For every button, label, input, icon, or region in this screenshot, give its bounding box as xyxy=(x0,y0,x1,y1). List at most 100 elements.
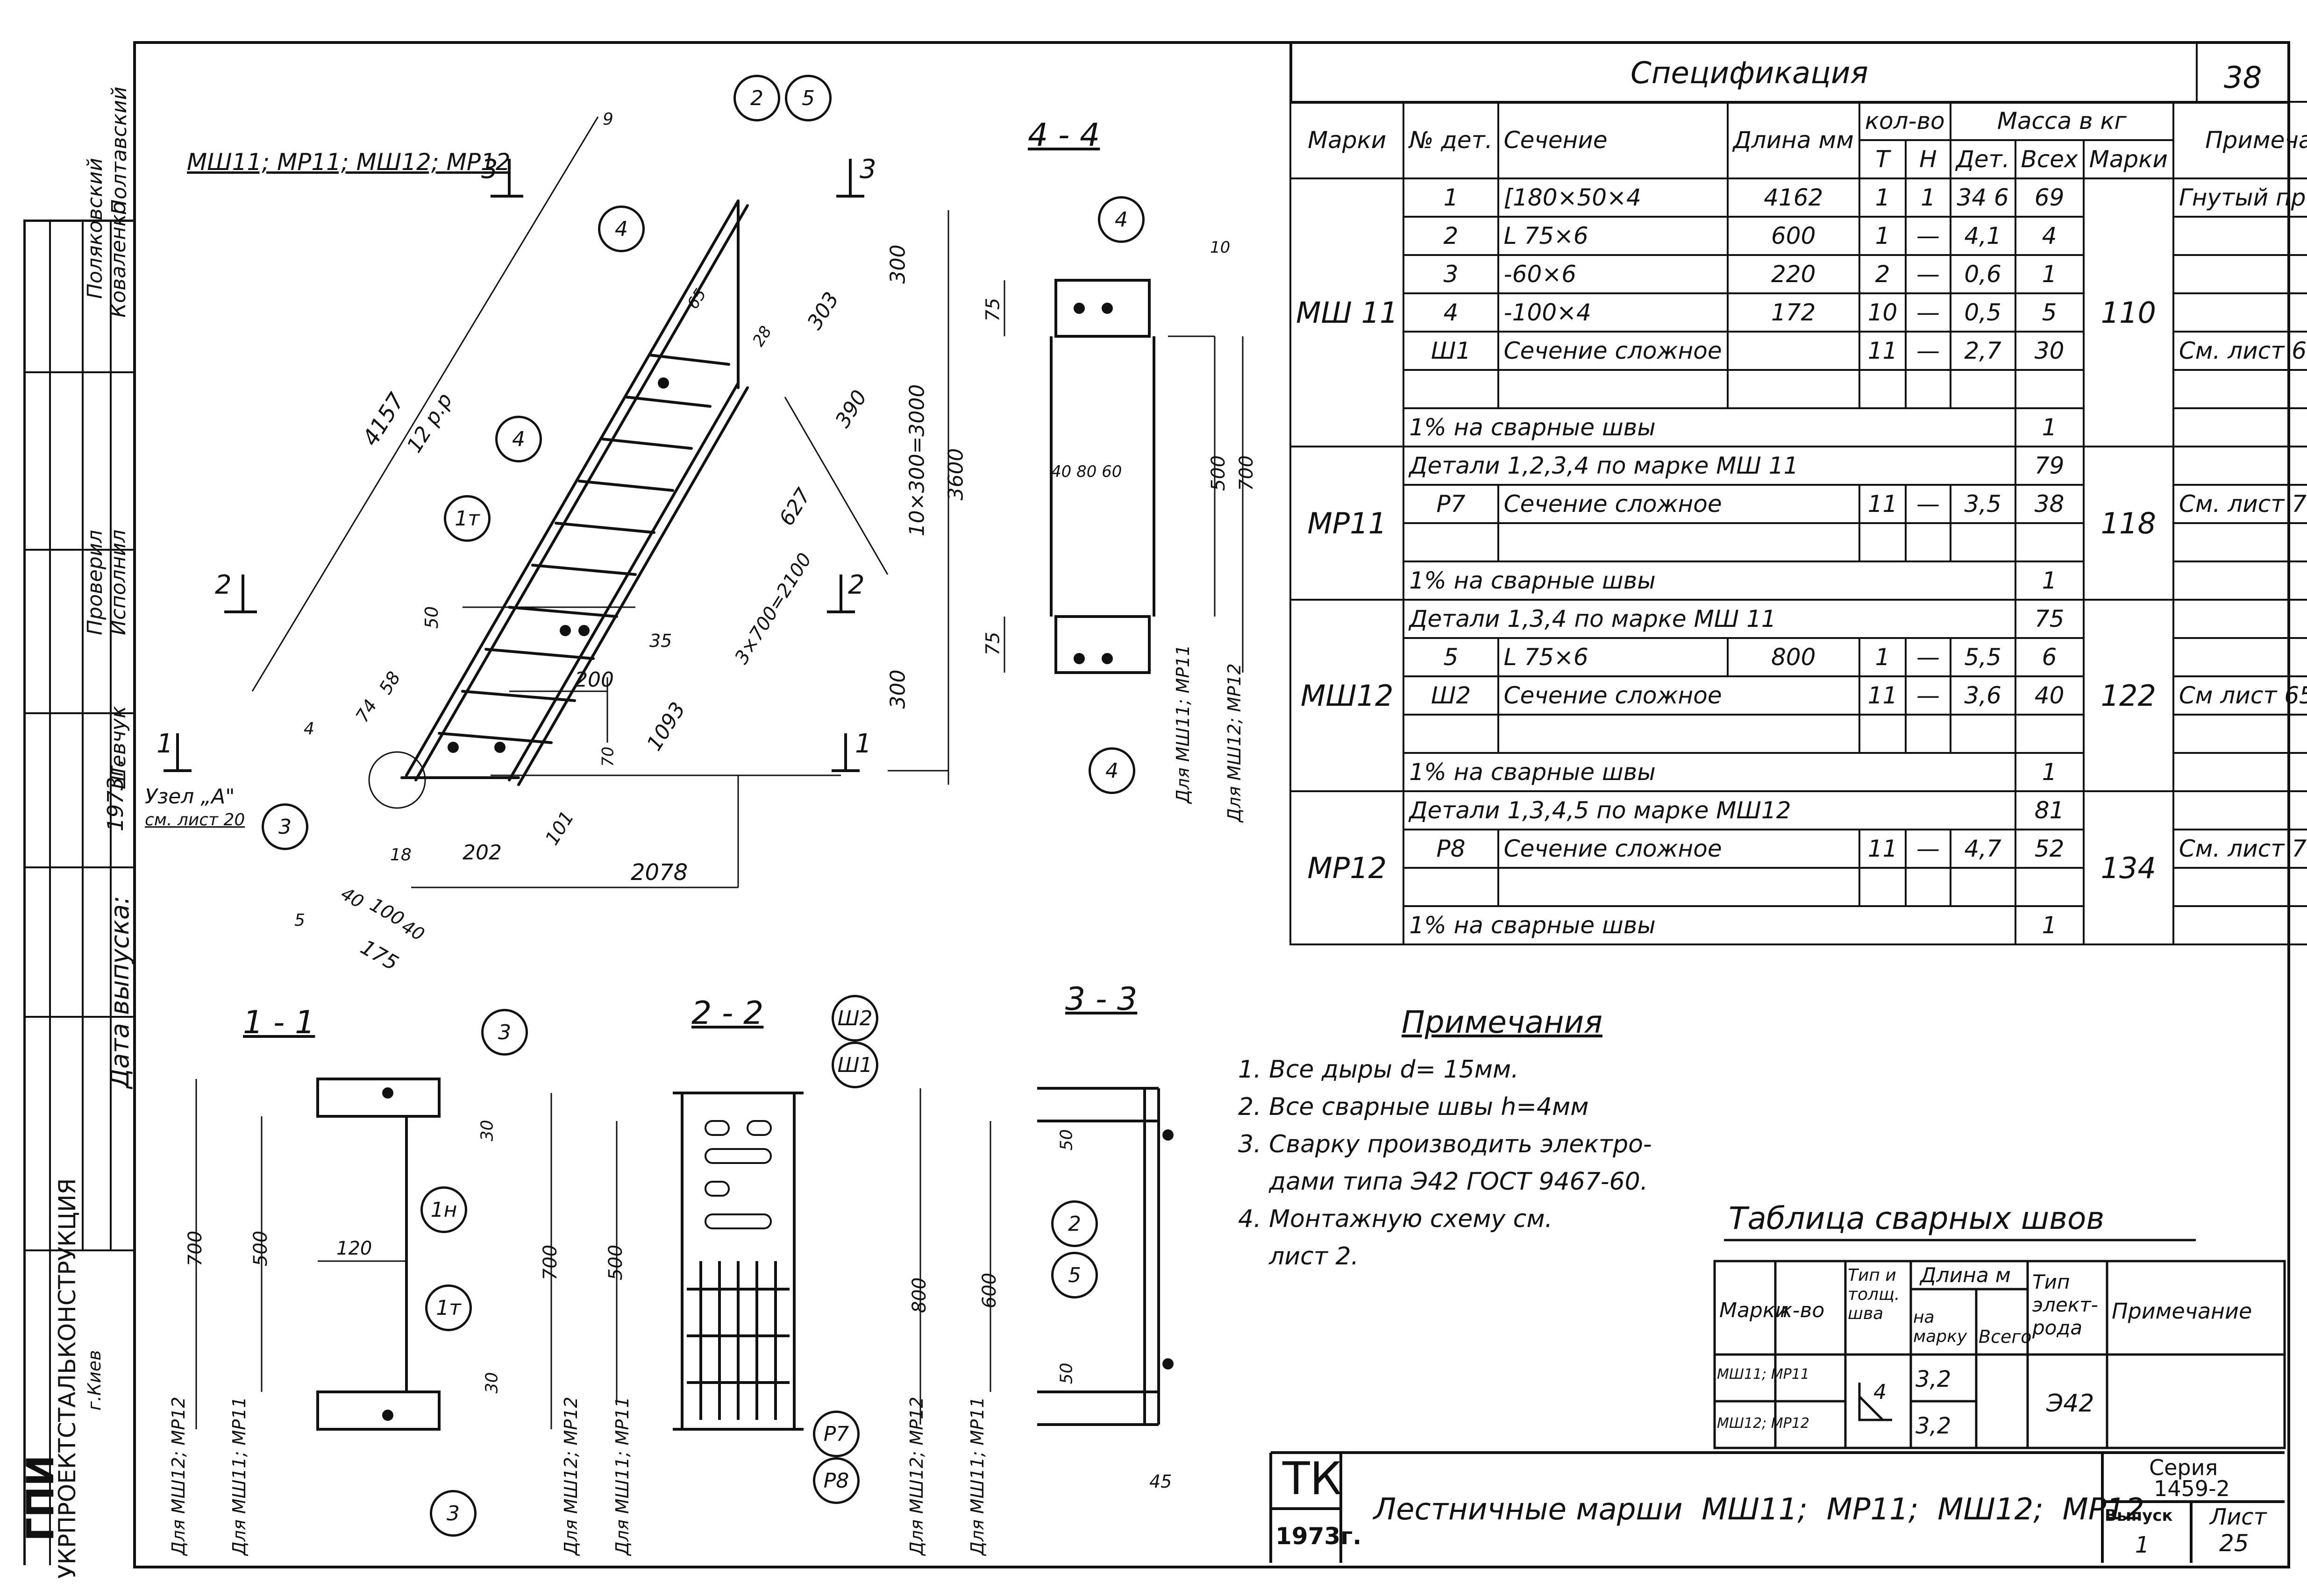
cell: 3,6 xyxy=(1949,675,2016,716)
cell: Р8 xyxy=(1403,829,1499,869)
node-a-ref: см. лист 20 xyxy=(145,810,245,830)
callout-4-44-bottom: 4 xyxy=(1089,747,1135,794)
dim-300-bottom: 300 xyxy=(886,669,910,709)
dim-300-top: 300 xyxy=(886,244,910,284)
wt-row-1-len: 3,2 xyxy=(1915,1366,1951,1392)
cell: 52 xyxy=(2014,829,2085,869)
dim-10x300: 10×300=3000 xyxy=(905,384,929,537)
table-row: 4 -100×4 172 10 — 0,5 5 xyxy=(1290,292,2307,333)
cell: 4162 xyxy=(1726,177,1860,218)
cell: 3 xyxy=(1403,254,1499,294)
lead-row: Детали 1,2,3,4 по марке МШ 11 xyxy=(1403,446,2016,486)
h-qty-t: Т xyxy=(1858,139,1907,179)
dim-202: 202 xyxy=(463,841,502,865)
wt-h-qty: к-во xyxy=(1780,1298,1825,1322)
cell: — xyxy=(1905,254,1951,294)
cell: 2 xyxy=(1858,254,1907,294)
stamp-date-label: Дата выпуска: xyxy=(105,895,135,1088)
cell: -60×6 xyxy=(1497,254,1729,294)
side-stamp xyxy=(23,220,135,1565)
cell xyxy=(2172,254,2307,294)
mark-mass-cell: 122 xyxy=(2082,599,2174,792)
h-mass-mark: Марки xyxy=(2082,139,2174,179)
table-row: Ш1 Сечение сложное 11 — 2,7 30 См. лист … xyxy=(1290,331,2307,371)
spec-table: Марки № дет. Сечение Длина мм кол-во Мас… xyxy=(1289,101,2307,945)
table-row xyxy=(1290,867,2307,907)
h-mass-det: Дет. xyxy=(1949,139,2016,179)
h-section: Сечение xyxy=(1497,101,1729,179)
callout-p7: Р7 xyxy=(813,1411,860,1457)
cell: — xyxy=(1905,829,1951,869)
callout-sh2: Ш2 xyxy=(832,995,878,1042)
node-a-label: Узел „А" xyxy=(145,785,235,809)
stamp-row-1: Полтавский xyxy=(107,86,131,215)
callout-4-main-b: 4 xyxy=(495,416,542,462)
cell: Ш2 xyxy=(1403,675,1499,716)
dim-500-11: 500 xyxy=(250,1230,272,1267)
dim-500-22: 500 xyxy=(605,1244,627,1281)
callout-sh1: Ш1 xyxy=(832,1042,878,1088)
cell: См. лист 74 xyxy=(2172,829,2307,869)
cell: 81 xyxy=(2014,790,2085,830)
cell: 4,7 xyxy=(1949,829,2016,869)
cell xyxy=(2172,292,2307,333)
dim-30-a: 30 xyxy=(477,1120,497,1142)
wt-row-1-mark: МШ11; МР11 xyxy=(1717,1366,1809,1383)
mark-cell: МШ 11 xyxy=(1289,177,1405,447)
sheet-number-top: 38 xyxy=(2224,61,2262,95)
table-row xyxy=(1290,714,2307,754)
callout-1t-main: 1т xyxy=(444,495,491,542)
callout-1t-11: 1т xyxy=(425,1284,472,1331)
dim-5: 5 xyxy=(294,911,305,930)
cell: 600 xyxy=(1726,216,1860,256)
label-for-mw11-33: Для МШ11; МР11 xyxy=(967,1397,988,1555)
cell: 1 xyxy=(1858,177,1907,218)
dim-700-22: 700 xyxy=(540,1244,562,1281)
cell: 1 xyxy=(1858,216,1907,256)
cell: — xyxy=(1905,675,1951,716)
label-for-mw12-11: Для МШ12; МР12 xyxy=(168,1397,189,1555)
series-label: Серия xyxy=(2149,1455,2218,1480)
cell: — xyxy=(1905,331,1951,371)
section-3-3-title: 3 - 3 xyxy=(1065,981,1138,1018)
label-for-mw12-44: Для МШ12; МР12 xyxy=(1224,663,1245,822)
table-row: МР11 Детали 1,2,3,4 по марке МШ 11 79 11… xyxy=(1289,446,2307,601)
dim-200: 200 xyxy=(575,668,614,692)
table-row: МШ 11 1 [180×50×4 4162 1 1 34 6 69 110 Г… xyxy=(1289,177,2307,447)
dim-75-a: 75 xyxy=(982,298,1004,322)
section-1-1-title: 1 - 1 xyxy=(243,1004,315,1041)
cell: 1 xyxy=(1905,177,1951,218)
marks-title: МШ11; МР11; МШ12; МР12 xyxy=(187,149,511,176)
table-row xyxy=(1290,522,2307,562)
h-qty-n: Н xyxy=(1905,139,1951,179)
mark-mass-cell: 118 xyxy=(2082,446,2174,601)
series-number: 1459-2 xyxy=(2154,1476,2230,1501)
callout-3-11-top: 3 xyxy=(481,1009,528,1056)
dim-50-d: 50 xyxy=(1057,1362,1076,1384)
cell: 1 xyxy=(2014,752,2085,792)
table-row xyxy=(1290,369,2307,409)
cell: Сечение сложное xyxy=(1497,484,1860,524)
wt-h-mark: Марки xyxy=(1719,1298,1789,1322)
cell: 75 xyxy=(2014,599,2085,639)
cut-3-right: 3 xyxy=(860,154,876,184)
stamp-row-4: Проверил xyxy=(83,530,107,635)
dim-35: 35 xyxy=(649,631,672,651)
label-for-mw11-11: Для МШ11; МР11 xyxy=(229,1397,249,1555)
table-row: Р8 Сечение сложное 11 — 4,7 52 См. лист … xyxy=(1290,829,2307,869)
stamp-row-6: Шевчук xyxy=(107,706,130,789)
wt-h-len: Длина м xyxy=(1920,1263,2011,1287)
cell: 5 xyxy=(1403,637,1499,677)
wt-h-electrode: Тип элект-рода xyxy=(2032,1270,2098,1339)
h-mark: Марки xyxy=(1289,101,1405,179)
stamp-row-5: Исполнил xyxy=(107,529,130,635)
callout-5-33: 5 xyxy=(1051,1252,1098,1298)
title-name: Лестничные марши МШ11; МР11; МШ12; МР12 xyxy=(1374,1492,2144,1527)
table-row: Ш2 Сечение сложное 11 — 3,6 40 См лист 6… xyxy=(1290,675,2307,716)
h-mass-all: Всех xyxy=(2014,139,2085,179)
weld-row: 1% на сварные швы xyxy=(1403,905,2016,945)
cell: Ш1 xyxy=(1403,331,1499,371)
weld-row: 1% на сварные швы xyxy=(1403,752,2016,792)
table-row: 1% на сварные швы 1 xyxy=(1290,905,2307,945)
stamp-org-2: УКРПРОЕКТСТАЛЬКОНСТРУКЦИЯ xyxy=(54,1178,81,1579)
